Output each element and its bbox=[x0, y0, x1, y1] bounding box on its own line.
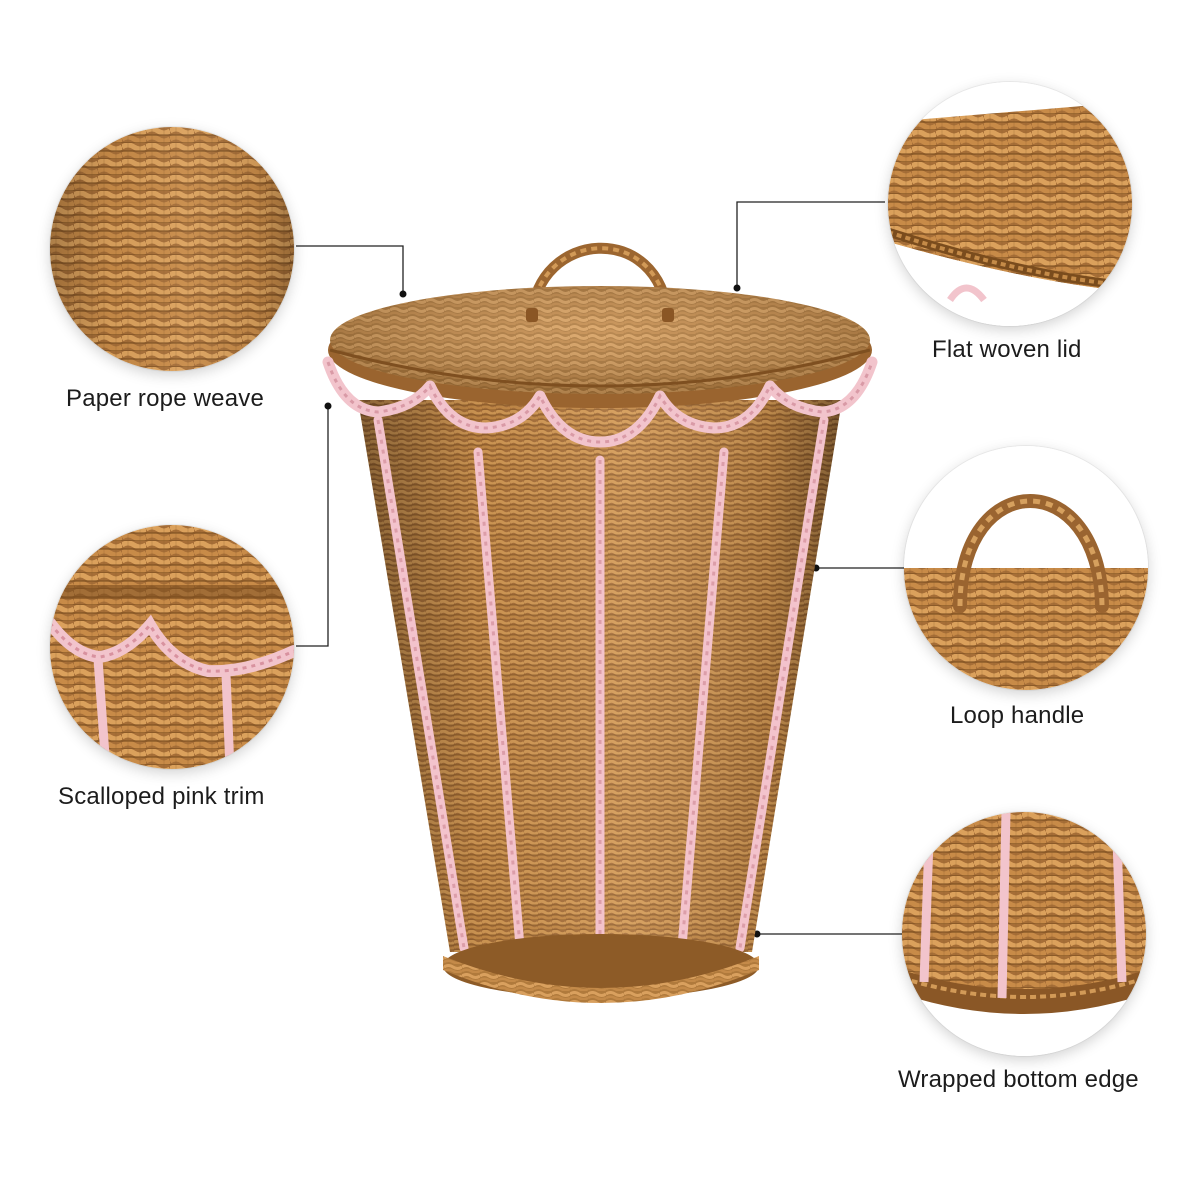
label-paper-rope-weave: Paper rope weave bbox=[66, 385, 264, 412]
leader-dot bbox=[753, 930, 761, 938]
detail-wrapped-bottom-edge bbox=[902, 812, 1146, 1056]
label-loop-handle: Loop handle bbox=[950, 702, 1085, 729]
label-flat-woven-lid: Flat woven lid bbox=[932, 336, 1082, 363]
pink-stripe-twist bbox=[376, 419, 826, 978]
leader-line-paper-rope-weave bbox=[296, 245, 404, 292]
label-wrapped-bottom-edge: Wrapped bottom edge bbox=[898, 1066, 1139, 1093]
detail-loop-handle bbox=[904, 446, 1148, 690]
hamper-illustration bbox=[300, 190, 900, 1030]
detail-paper-rope-weave bbox=[50, 127, 294, 371]
bottom-wrapped-rim bbox=[443, 956, 759, 1003]
detail-scalloped-pink-trim bbox=[50, 525, 294, 769]
label-scalloped-pink-trim: Scalloped pink trim bbox=[58, 783, 265, 810]
leader-dot bbox=[399, 290, 407, 298]
leader-line-scalloped-pink-trim bbox=[296, 406, 329, 647]
leader-dot bbox=[324, 402, 332, 410]
leader-dot bbox=[733, 284, 741, 292]
leader-line-flat-woven-lid bbox=[736, 201, 885, 287]
detail-flat-woven-lid bbox=[888, 82, 1132, 326]
